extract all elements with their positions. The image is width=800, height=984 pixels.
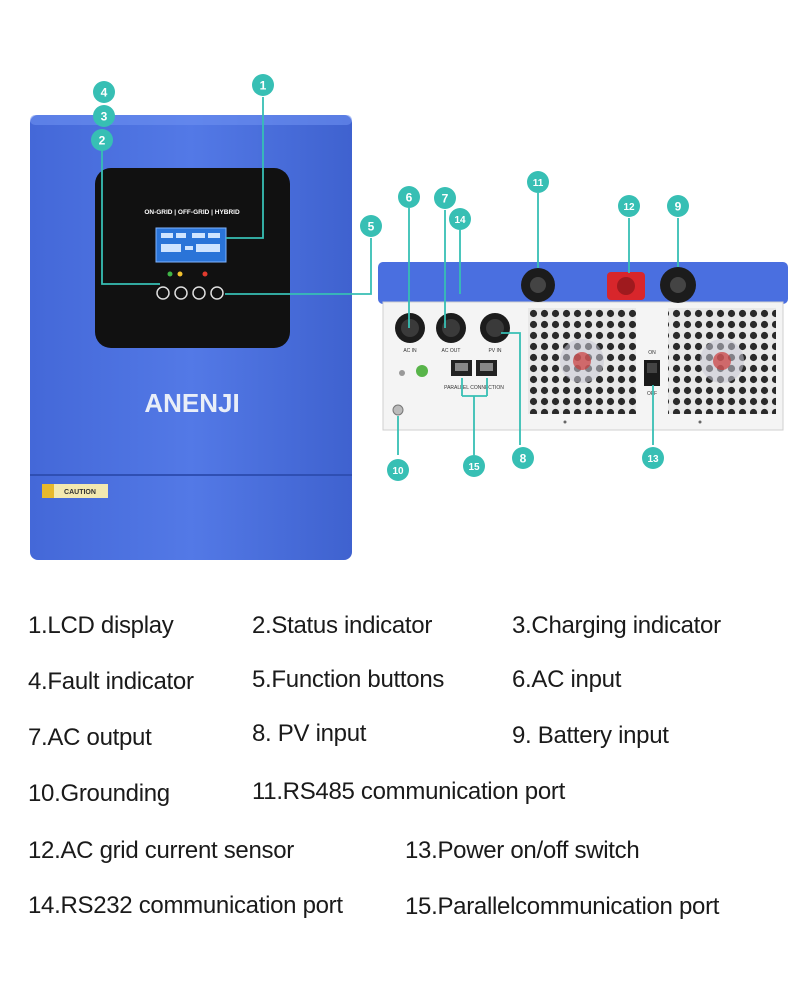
function-buttons	[156, 286, 224, 300]
lcd-segments	[161, 233, 220, 252]
legend-item-grounding: 10.Grounding	[28, 780, 170, 807]
callout-10: 10	[387, 459, 409, 481]
svg-text:9: 9	[675, 200, 682, 214]
front-housing-highlight	[30, 115, 352, 125]
inverter-illustration: ON-GRID | OFF-GRID | HYBRID ANENJI CAUTI…	[30, 74, 788, 560]
pv-in-label: PV IN	[488, 348, 501, 354]
parallel-label: PARALLEL CONNECTION	[444, 385, 504, 391]
switch-on-label: ON	[648, 350, 656, 356]
callout-14: 14	[449, 208, 471, 230]
callout-6: 6	[398, 186, 420, 208]
svg-text:11: 11	[533, 178, 544, 189]
charging-indicator-led	[177, 271, 183, 277]
legend-item-fault-indicator: 4.Fault indicator	[28, 668, 194, 695]
legend-item-lcd-display: 1.LCD display	[28, 612, 174, 639]
callout-5: 5	[360, 215, 382, 237]
screw	[399, 370, 405, 376]
fault-indicator-led	[202, 271, 208, 277]
callout-11: 11	[527, 171, 549, 193]
legend-item-ac-output: 7.AC output	[28, 724, 152, 751]
function-button-2	[174, 286, 188, 300]
bottom-housing-top	[378, 262, 788, 304]
legend-item-ac-grid-sensor: 12.AC grid current sensor	[28, 837, 294, 864]
callout-badges: 1 4 3 2 5 6 7 14 11 12 9 8 13 10 15	[91, 74, 689, 481]
legend-item-battery-input: 9. Battery input	[512, 722, 669, 749]
callout-15: 15	[463, 455, 485, 477]
grounding-screw	[392, 404, 404, 416]
svg-text:15: 15	[468, 462, 480, 473]
mode-label: ON-GRID | OFF-GRID | HYBRID	[144, 209, 240, 216]
product-diagram: ON-GRID | OFF-GRID | HYBRID ANENJI CAUTI…	[30, 74, 788, 560]
brand-logo: ANENJI	[144, 388, 239, 418]
green-indicator	[416, 365, 428, 377]
callout-9: 9	[667, 195, 689, 217]
switch-off-label: OFF	[647, 391, 657, 397]
legend-item-rs485-port: 11.RS485 communication port	[252, 778, 565, 805]
svg-text:5: 5	[368, 220, 375, 234]
callout-lines	[101, 97, 679, 455]
svg-text:4: 4	[101, 86, 108, 100]
svg-text:6: 6	[406, 191, 413, 205]
legend-item-parallel-port: 15.Parallelcommunication port	[405, 893, 720, 920]
front-unit: ON-GRID | OFF-GRID | HYBRID ANENJI CAUTI…	[30, 115, 352, 560]
svg-text:2: 2	[99, 134, 106, 148]
legend-item-status-indicator: 2.Status indicator	[252, 612, 433, 639]
callout-3: 3	[93, 105, 115, 127]
pv-in-connector	[480, 313, 510, 343]
function-button-3	[192, 286, 206, 300]
function-button-1	[156, 286, 170, 300]
callout-7: 7	[434, 187, 456, 209]
legend-item-rs232-port: 14.RS232 communication port	[28, 892, 343, 919]
svg-text:14: 14	[454, 215, 466, 226]
legend-item-pv-input: 8. PV input	[252, 720, 367, 747]
bottom-unit: AC IN AC OUT PV IN PARALLEL CONNECTION O…	[378, 262, 788, 431]
svg-text:13: 13	[647, 454, 659, 465]
svg-text:1: 1	[260, 79, 267, 93]
legend-item-charging-indicator: 3.Charging indicator	[512, 612, 721, 639]
function-button-4	[210, 286, 224, 300]
legend-item-ac-input: 6.AC input	[512, 666, 622, 693]
legend-item-function-buttons: 5.Function buttons	[252, 666, 445, 693]
callout-2: 2	[91, 129, 113, 151]
caution-label: CAUTION	[64, 489, 96, 496]
svg-text:12: 12	[623, 202, 635, 213]
svg-text:3: 3	[101, 110, 108, 124]
ac-in-label: AC IN	[403, 348, 417, 354]
svg-text:7: 7	[442, 192, 449, 206]
caution-label-sticker	[42, 484, 108, 498]
callout-13: 13	[642, 447, 664, 469]
status-leds	[167, 271, 208, 277]
callout-12: 12	[618, 195, 640, 217]
svg-text:10: 10	[392, 466, 404, 477]
legend-item-power-switch: 13.Power on/off switch	[405, 837, 640, 864]
callout-4: 4	[93, 81, 115, 103]
callout-8: 8	[512, 447, 534, 469]
ac-in-connector	[395, 313, 425, 343]
ac-out-connector	[436, 313, 466, 343]
legend: 1.LCD display 2.Status indicator 3.Charg…	[0, 600, 800, 984]
ac-out-label: AC OUT	[442, 348, 461, 354]
svg-text:8: 8	[520, 452, 527, 466]
callout-1: 1	[252, 74, 274, 96]
status-indicator-led	[167, 271, 173, 277]
